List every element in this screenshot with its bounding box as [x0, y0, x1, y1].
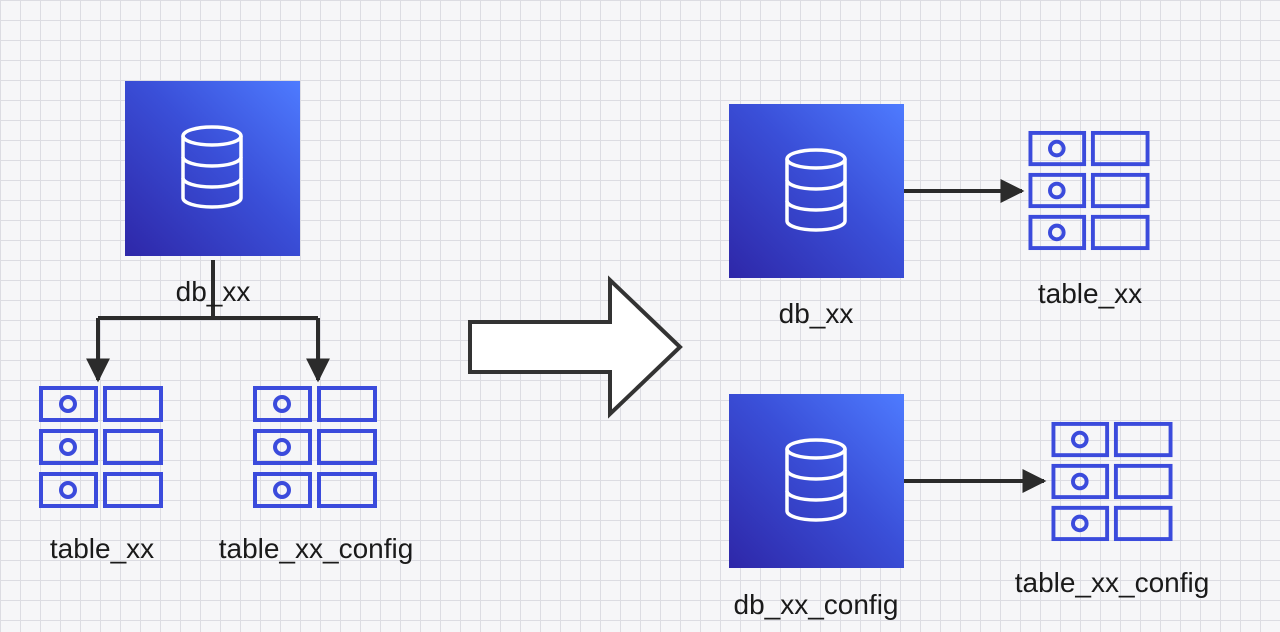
big-right-arrow-icon: [468, 275, 683, 419]
right-db-config-box: [729, 394, 904, 568]
right-table-label: table_xx: [1037, 278, 1143, 309]
left-table-config-label: table_xx_config: [218, 533, 414, 564]
database-icon: [785, 438, 847, 522]
left-db-label: db_xx: [175, 276, 251, 307]
right-db-box: [729, 104, 904, 278]
database-icon: [181, 125, 243, 209]
left-db-box: [125, 81, 300, 256]
right-table-config-label: table_xx_config: [1014, 567, 1210, 598]
left-table-config-icon: [252, 385, 378, 509]
right-db-config-label: db_xx_config: [733, 589, 899, 620]
right-table-icon: [1027, 130, 1151, 251]
right-table-config-icon: [1050, 421, 1174, 542]
left-table-label: table_xx: [49, 533, 155, 564]
left-db-to-tables-connector: [86, 260, 330, 383]
left-table-icon: [38, 385, 164, 509]
right-db-label: db_xx: [778, 298, 854, 329]
database-icon: [785, 148, 847, 232]
